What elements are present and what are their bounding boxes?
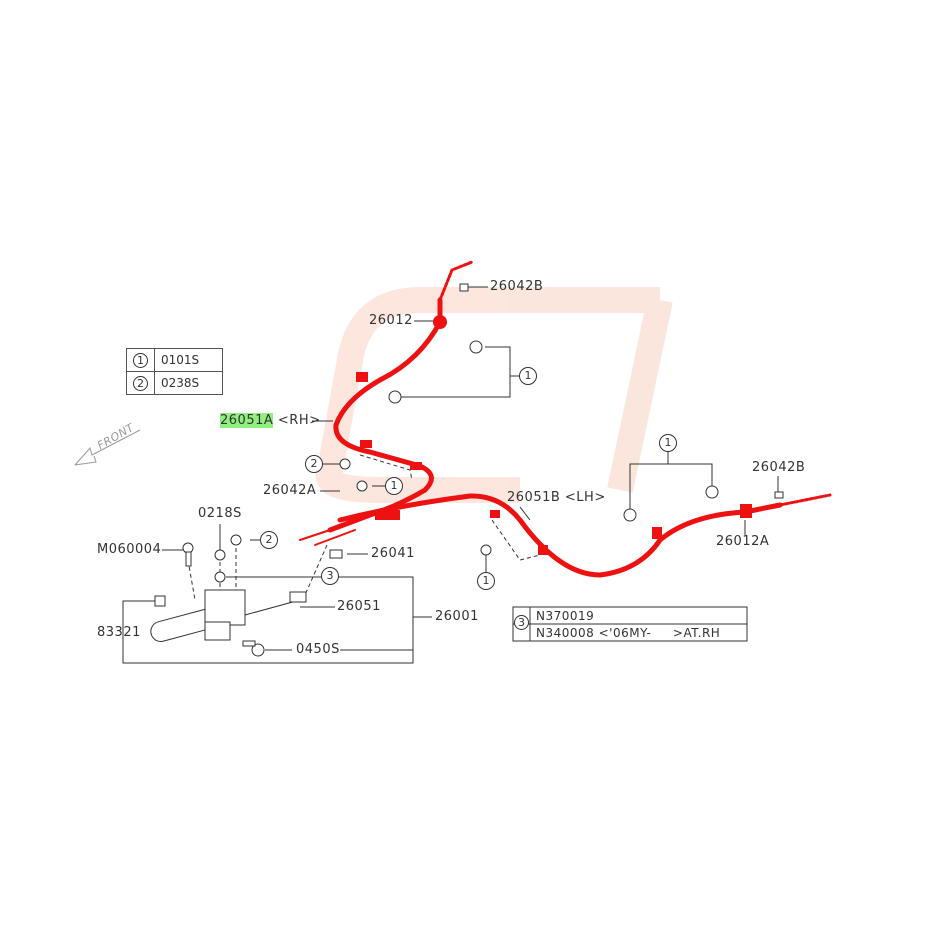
part-label-0450S[interactable]: 0450S <box>296 642 340 657</box>
part-label-26051A[interactable]: 26051A <RH> <box>220 413 321 428</box>
note-callout-3: 3 <box>514 615 529 630</box>
part-label-26041[interactable]: 26041 <box>371 546 415 561</box>
callout-1: 1 <box>519 367 537 385</box>
cable-rh-end <box>438 260 474 302</box>
part-label-26042B-right[interactable]: 26042B <box>752 460 806 475</box>
callout-1: 1 <box>385 477 403 495</box>
parking-brake-lever <box>150 283 784 657</box>
callout-2: 2 <box>260 531 278 549</box>
front-arrow-icon <box>74 429 141 466</box>
side-label: <RH> <box>277 413 321 428</box>
part-label-26012A[interactable]: 26012A <box>716 534 770 549</box>
callout-1: 1 <box>477 572 495 590</box>
leader-lines <box>122 286 779 664</box>
cable-lh-end <box>778 493 832 507</box>
cable-lh <box>337 493 783 578</box>
part-label-M060004[interactable]: M060004 <box>97 542 162 557</box>
legend-row: 2 0238S <box>126 371 223 395</box>
brake-cables <box>299 260 832 578</box>
callout-1: 1 <box>659 434 677 452</box>
fastener-legend: 1 0101S 2 0238S <box>126 348 223 395</box>
callout-ref: 1 <box>133 352 148 368</box>
callout-3: 3 <box>321 567 339 585</box>
cable-rh <box>327 297 443 533</box>
note-row: N340008 <'06MY- >AT.RH <box>536 626 721 640</box>
part-label-26042B-top[interactable]: 26042B <box>490 279 544 294</box>
part-label-26042A[interactable]: 26042A <box>263 483 317 498</box>
part-label-26051B[interactable]: 26051B <LH> <box>507 490 606 505</box>
callout-2: 2 <box>305 455 323 473</box>
part-label-26001[interactable]: 26001 <box>435 609 479 624</box>
highlighted-part-number: 26051A <box>220 413 274 428</box>
part-label-0218S[interactable]: 0218S <box>198 506 242 521</box>
part-label-26051[interactable]: 26051 <box>337 599 381 614</box>
cable-fittings <box>356 315 752 555</box>
legend-part: 0101S <box>154 348 223 372</box>
callout-ref: 2 <box>133 375 148 391</box>
part-label-26012[interactable]: 26012 <box>369 313 413 328</box>
legend-part: 0238S <box>154 371 223 395</box>
legend-row: 1 0101S <box>126 348 223 372</box>
watermark-logo <box>315 287 673 503</box>
part-label-83321[interactable]: 83321 <box>97 625 141 640</box>
note-row: N370019 <box>536 609 595 623</box>
